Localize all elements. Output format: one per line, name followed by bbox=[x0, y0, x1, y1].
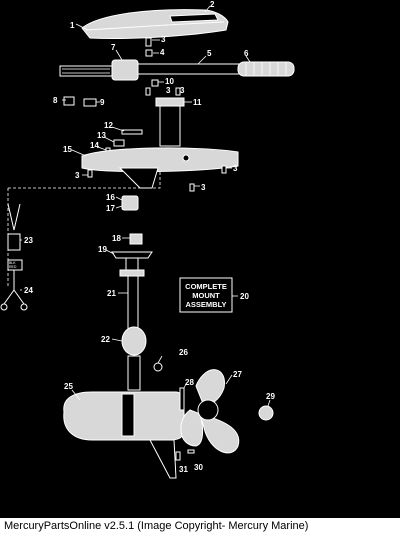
exploded-parts-diagram: BLK RED bbox=[0, 0, 295, 479]
callout-11: 11 bbox=[193, 98, 202, 107]
part-lower-unit bbox=[63, 391, 185, 479]
svg-text:RED: RED bbox=[9, 265, 17, 269]
callout-29: 29 bbox=[266, 392, 275, 401]
svg-text:BLK: BLK bbox=[9, 261, 16, 265]
callout-7: 7 bbox=[111, 43, 116, 52]
callout-17: 17 bbox=[106, 204, 115, 213]
callout-3d: 3 bbox=[75, 171, 80, 180]
callout-25: 25 bbox=[64, 382, 73, 391]
callout-24: 24 bbox=[24, 286, 33, 295]
callout-8: 8 bbox=[53, 96, 58, 105]
callout-30: 30 bbox=[194, 463, 203, 472]
callout-14: 14 bbox=[90, 141, 99, 150]
callout-9: 9 bbox=[100, 98, 105, 107]
callout-27: 27 bbox=[233, 370, 242, 379]
callout-1: 1 bbox=[70, 21, 75, 30]
callout-3f: 3 bbox=[201, 183, 206, 192]
callout-6: 6 bbox=[244, 49, 249, 58]
box-line-3: ASSEMBLY bbox=[186, 300, 227, 309]
part-tiller-handle bbox=[59, 59, 295, 81]
callout-13: 13 bbox=[97, 131, 106, 140]
callout-23: 23 bbox=[24, 236, 33, 245]
part-wire-harness: BLK RED bbox=[0, 203, 28, 311]
callout-10: 10 bbox=[165, 77, 174, 86]
part-screw bbox=[145, 37, 153, 57]
callout-15: 15 bbox=[63, 145, 72, 154]
callout-19: 19 bbox=[98, 245, 107, 254]
copyright-caption: MercuryPartsOnline v2.5.1 (Image Copyrig… bbox=[4, 520, 309, 532]
callout-3e: 3 bbox=[233, 164, 238, 173]
part-mount-bracket bbox=[81, 147, 239, 189]
callout-18: 18 bbox=[112, 234, 121, 243]
part-top-cover bbox=[81, 9, 229, 40]
callout-22: 22 bbox=[101, 335, 110, 344]
diagram-canvas: BLK RED bbox=[0, 0, 400, 518]
callout-31: 31 bbox=[179, 465, 188, 474]
callout-28: 28 bbox=[185, 378, 194, 387]
callout-16: 16 bbox=[106, 193, 115, 202]
callout-26: 26 bbox=[179, 348, 188, 357]
callout-21: 21 bbox=[107, 289, 116, 298]
box-line-1: COMPLETE bbox=[185, 282, 227, 291]
callout-2: 2 bbox=[210, 0, 215, 9]
complete-mount-assembly-box: COMPLETE MOUNT ASSEMBLY bbox=[179, 277, 233, 313]
box-line-2: MOUNT bbox=[192, 291, 220, 300]
callout-20: 20 bbox=[240, 292, 249, 301]
callout-3c: 3 bbox=[180, 86, 185, 95]
callout-5: 5 bbox=[207, 49, 212, 58]
callout-12: 12 bbox=[104, 121, 113, 130]
callout-3b: 3 bbox=[166, 86, 171, 95]
part-propeller bbox=[180, 369, 240, 454]
callout-3a: 3 bbox=[161, 35, 166, 44]
callout-4: 4 bbox=[160, 48, 165, 57]
